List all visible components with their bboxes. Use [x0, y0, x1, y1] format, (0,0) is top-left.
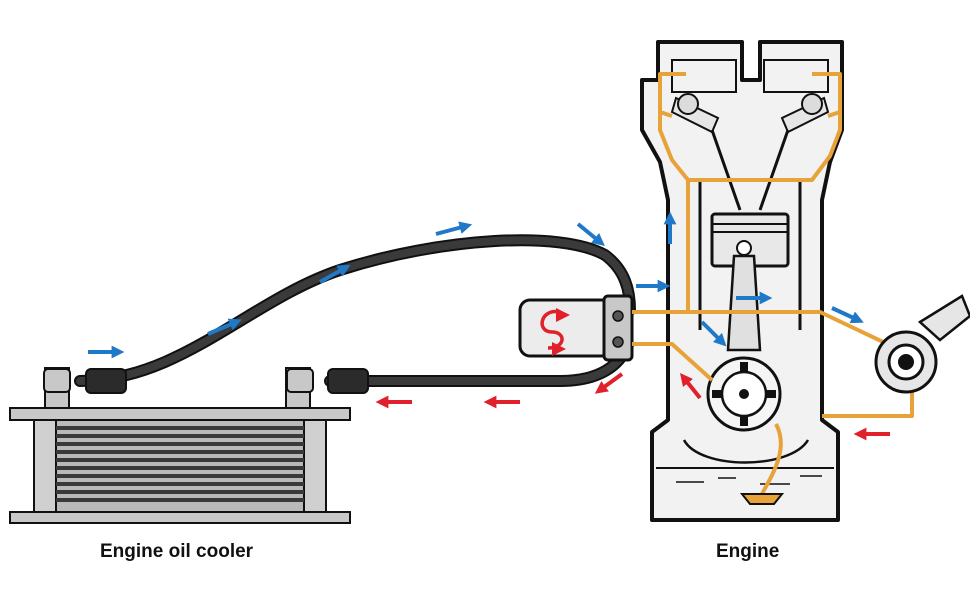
- oil-filter: [518, 294, 634, 362]
- oil-cooler: [9, 367, 351, 524]
- oil-hoses: [43, 234, 636, 394]
- oil-cooler-label: Engine oil cooler: [100, 541, 254, 562]
- arrow-right-blue-icon: [88, 211, 864, 359]
- oil-sump: [656, 467, 834, 485]
- cooler-fins: [56, 426, 304, 502]
- engine: [640, 40, 844, 522]
- piston: [710, 212, 790, 268]
- oil-pump-gear: [706, 356, 782, 432]
- u-turn-arrow-icon: [540, 309, 564, 350]
- arrow-left-red-icon: [375, 372, 890, 441]
- engine-label: Engine: [716, 541, 780, 562]
- turbocharger: [874, 294, 970, 394]
